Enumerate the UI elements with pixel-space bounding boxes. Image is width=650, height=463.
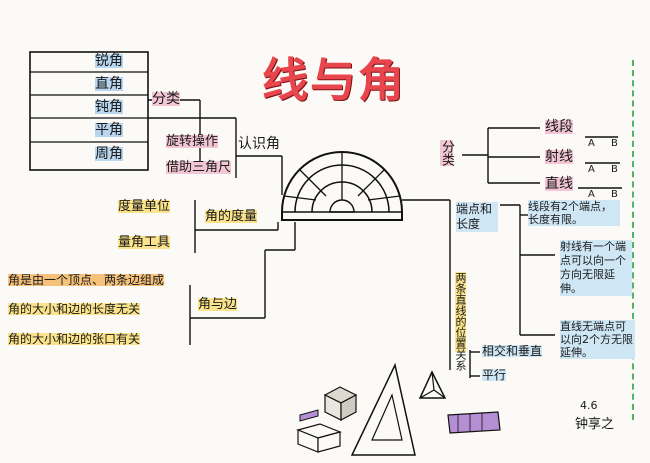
relation-item-2: 角的大小和边的长度无关 — [8, 302, 141, 316]
relation-item-1: 角是由一个顶点、两条边组成 — [8, 273, 165, 287]
set-square-method: 借助三角尺 — [166, 160, 232, 175]
cube-icon — [323, 386, 358, 421]
line-type-segment: 线段 — [545, 119, 573, 135]
author-signature: 钟享之 — [575, 417, 615, 432]
classify-label-left: 分类 — [152, 91, 180, 107]
decorative-border — [632, 60, 644, 420]
measure-tool: 量角工具 — [118, 235, 171, 250]
line-relation-head: 两条直线的位置关系 — [454, 272, 467, 371]
angle-type-acute: 锐角 — [95, 53, 123, 69]
line-type-straight: 直线 — [545, 176, 573, 192]
angle-type-full: 周角 — [95, 146, 123, 162]
relation-item-3: 角的大小和边的张口有关 — [8, 332, 141, 346]
point-label-a: A — [588, 138, 595, 149]
eraser-icon — [299, 409, 319, 422]
cuboid-icon — [296, 423, 342, 453]
set-square-icon — [350, 362, 416, 456]
angle-types-frame — [29, 51, 149, 171]
point-label-b: B — [611, 189, 618, 200]
angle-side-head: 角与边 — [198, 297, 238, 312]
line-description: 直线无端点可以向2个方无限延伸。 — [560, 320, 635, 359]
point-label-b: B — [611, 138, 618, 149]
angle-type-obtuse: 钝角 — [95, 99, 123, 115]
ruler-icon — [447, 411, 501, 434]
classify-label-right: 分类 — [439, 140, 454, 166]
endpoints-length-head: 端点和长度 — [456, 202, 498, 232]
date-label: 4.6 — [580, 399, 598, 412]
angle-type-straight: 平角 — [95, 122, 123, 138]
angle-type-right: 直角 — [95, 76, 123, 92]
page-title: 线与角 — [262, 53, 406, 107]
recognize-angle-label: 认识角 — [238, 136, 280, 152]
parallel: 平行 — [482, 368, 507, 382]
point-label-a: A — [588, 164, 595, 175]
pyramid-icon — [418, 370, 447, 399]
segment-description: 线段有2个端点，长度有限。 — [528, 200, 620, 226]
angle-measure-head: 角的度量 — [205, 209, 258, 224]
ray-description: 射线有一个端点可以向一个方向无限延伸。 — [560, 240, 632, 296]
rotate-operation: 旋转操作 — [166, 134, 219, 149]
measure-unit: 度量单位 — [118, 199, 171, 214]
protractor-icon — [281, 151, 403, 221]
point-label-b: B — [611, 164, 618, 175]
point-label-a: A — [588, 189, 595, 200]
line-type-ray: 射线 — [545, 149, 573, 165]
intersect-perpendicular: 相交和垂直 — [482, 344, 543, 358]
